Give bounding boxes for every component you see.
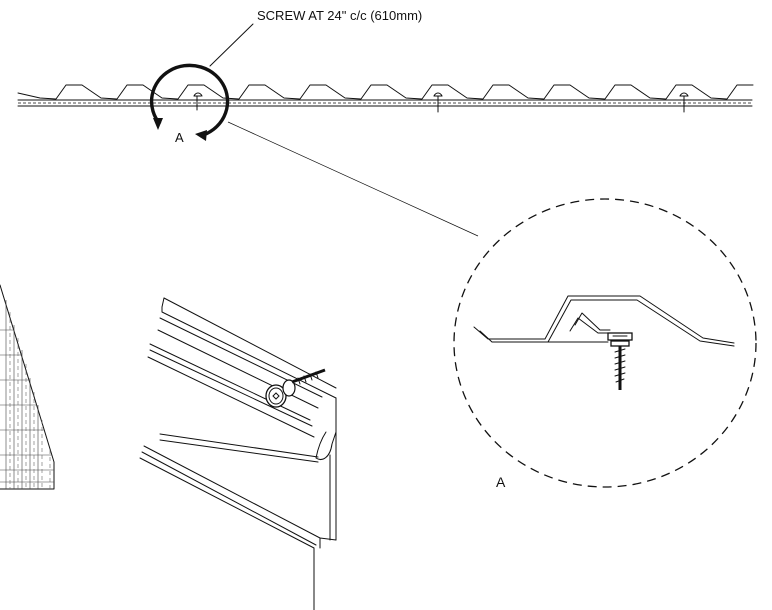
callout-marker-label: A	[175, 130, 184, 145]
screw-icon	[193, 92, 203, 111]
side-panel-grid	[0, 284, 55, 490]
screw-icon	[265, 368, 326, 408]
screw-icon	[679, 92, 689, 113]
screw-spacing-label: SCREW AT 24" c/c (610mm)	[257, 8, 422, 23]
screw-spacing-leader	[209, 23, 254, 67]
detail-callout-circle	[149, 63, 230, 141]
dashed-detail-circle	[453, 198, 757, 488]
detail-label: A	[496, 474, 506, 490]
detail-leader-line	[227, 121, 479, 237]
panel-perspective-view	[139, 297, 337, 610]
screw-icon	[433, 92, 443, 113]
screw-icon	[607, 332, 633, 390]
roof-sheet-profile	[17, 84, 754, 107]
profile-corrugation-line	[17, 84, 754, 100]
detail-profile-section	[473, 295, 735, 347]
